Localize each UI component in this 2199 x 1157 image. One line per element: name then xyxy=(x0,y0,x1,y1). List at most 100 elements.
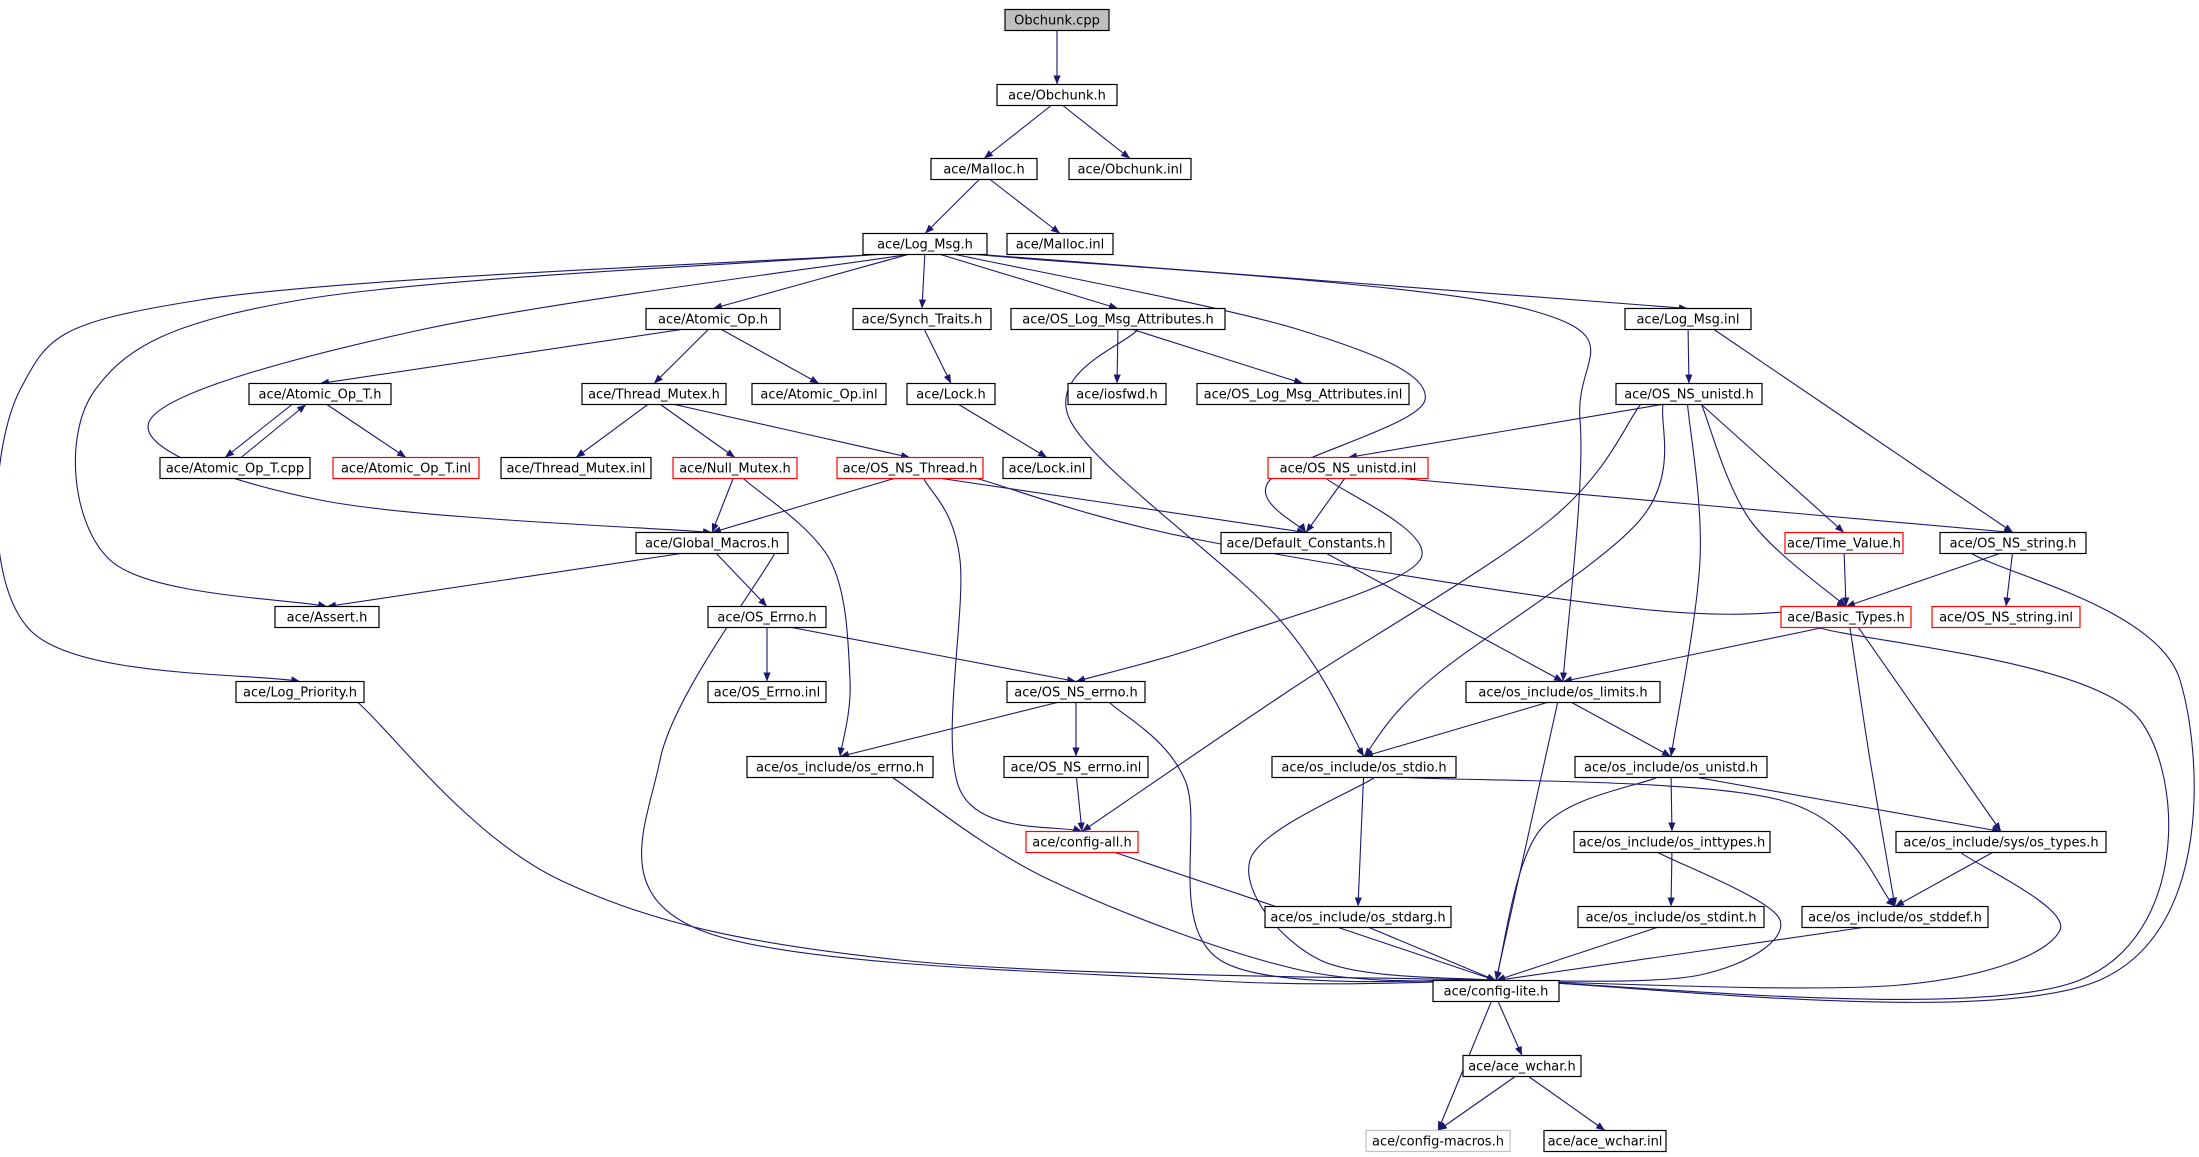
node-lock-h[interactable]: ace/Lock.h xyxy=(906,382,996,406)
node-log-msg-h[interactable]: ace/Log_Msg.h xyxy=(862,232,988,256)
node-config-macros-h[interactable]: ace/config-macros.h xyxy=(1365,1129,1511,1153)
node-os-stdint-h[interactable]: ace/os_include/os_stdint.h xyxy=(1577,905,1765,929)
node-os-stddef-h[interactable]: ace/os_include/os_stddef.h xyxy=(1801,905,1989,929)
node-os-ns-string-inl[interactable]: ace/OS_NS_string.inl xyxy=(1931,605,2081,629)
node-os-limits-h[interactable]: ace/os_include/os_limits.h xyxy=(1465,680,1661,704)
node-label: ace/os_include/os_stdint.h xyxy=(1586,911,1757,926)
node-thread-mutex-inl[interactable]: ace/Thread_Mutex.inl xyxy=(500,456,652,480)
node-config-all-h[interactable]: ace/config-all.h xyxy=(1025,830,1139,854)
node-box xyxy=(500,456,652,480)
edge-log_msg_h-to-log_msg_inl xyxy=(980,253,1689,312)
node-basic-types-h[interactable]: ace/Basic_Types.h xyxy=(1780,605,1912,629)
node-time-value-h[interactable]: ace/Time_Value.h xyxy=(1784,531,1904,555)
node-atomic-op-t-cpp[interactable]: ace/Atomic_Op_T.cpp xyxy=(159,456,311,480)
node-global-macros-h[interactable]: ace/Global_Macros.h xyxy=(635,531,789,555)
node-box xyxy=(1220,531,1392,555)
node-box xyxy=(1780,605,1912,629)
node-box xyxy=(1264,905,1452,929)
edge-os_ns_string_h-to-basic_types_h xyxy=(1845,552,2000,608)
node-box xyxy=(1543,1129,1667,1153)
node-root[interactable]: Obchunk.cpp xyxy=(1004,8,1110,32)
node-label: ace/OS_NS_string.inl xyxy=(1939,611,2073,626)
node-os-ns-thread-h[interactable]: ace/OS_NS_Thread.h xyxy=(836,456,984,480)
edge-ace_wchar_h-to-ace_wchar_inl xyxy=(1528,1076,1606,1131)
node-iosfwd-h[interactable]: ace/iosfwd.h xyxy=(1067,382,1167,406)
edge-basic_types_h-to-os_stddef_h xyxy=(1849,627,1898,907)
node-box xyxy=(1067,382,1167,406)
node-os-stdio-h[interactable]: ace/os_include/os_stdio.h xyxy=(1271,755,1457,779)
node-os-stdarg-h[interactable]: ace/os_include/os_stdarg.h xyxy=(1264,905,1452,929)
node-box xyxy=(1574,755,1768,779)
edge-basic_types_h-to-os_types_h xyxy=(1857,627,2002,832)
node-box xyxy=(836,456,984,480)
edge-os_ns_thread_h-to-config_all_h xyxy=(923,478,1083,833)
node-os-errno-h[interactable]: ace/OS_Errno.h xyxy=(707,605,827,629)
edge-thread_mutex_h-to-thread_mutex_inl xyxy=(575,404,649,458)
node-box xyxy=(906,382,996,406)
node-os-errno-inl[interactable]: ace/OS_Errno.inl xyxy=(707,680,827,704)
node-os-ns-errno-inl[interactable]: ace/OS_NS_errno.inl xyxy=(1003,755,1149,779)
node-os-log-msg-attr-h[interactable]: ace/OS_Log_Msg_Attributes.h xyxy=(1010,307,1226,331)
edge-atomic_op_t_cpp-to-atomic_op_t_h xyxy=(240,404,307,458)
edge-log_msg_h-to-atomic_op_h xyxy=(712,253,909,310)
node-obchunk-inl[interactable]: ace/Obchunk.inl xyxy=(1068,157,1192,181)
node-ace-wchar-inl[interactable]: ace/ace_wchar.inl xyxy=(1543,1129,1667,1153)
node-synch-traits-h[interactable]: ace/Synch_Traits.h xyxy=(852,307,992,331)
node-label: ace/Thread_Mutex.inl xyxy=(506,462,645,477)
edge-os_stddef_h-to-config_lite_h xyxy=(1495,926,1864,983)
edge-malloc_h-to-malloc_inl xyxy=(989,179,1061,234)
edge-log_msg_inl-to-os_ns_string_h xyxy=(1713,329,2014,533)
node-box xyxy=(1432,979,1560,1003)
node-os-ns-unistd-inl[interactable]: ace/OS_NS_unistd.inl xyxy=(1267,456,1429,480)
node-box xyxy=(1006,680,1146,704)
node-atomic-op-t-h[interactable]: ace/Atomic_Op_T.h xyxy=(248,382,392,406)
node-log-priority-h[interactable]: ace/Log_Priority.h xyxy=(235,680,365,704)
node-os-ns-string-h[interactable]: ace/OS_NS_string.h xyxy=(1939,531,2087,555)
edge-os_types_h-to-config_lite_h xyxy=(1495,852,2062,989)
node-log-msg-inl[interactable]: ace/Log_Msg.inl xyxy=(1624,307,1752,331)
node-box xyxy=(645,307,781,331)
node-label: ace/OS_NS_errno.inl xyxy=(1011,761,1142,776)
node-label: ace/OS_NS_Thread.h xyxy=(843,462,978,477)
node-os-ns-unistd-h[interactable]: ace/OS_NS_unistd.h xyxy=(1615,382,1763,406)
node-os-types-h[interactable]: ace/os_include/sys/os_types.h xyxy=(1895,830,2107,854)
node-atomic-op-t-inl[interactable]: ace/Atomic_Op_T.inl xyxy=(332,456,480,480)
node-box xyxy=(1267,456,1429,480)
node-atomic-op-inl[interactable]: ace/Atomic_Op.inl xyxy=(751,382,887,406)
node-box xyxy=(751,382,887,406)
node-label: ace/config-macros.h xyxy=(1372,1135,1504,1150)
node-label: ace/config-lite.h xyxy=(1444,985,1549,1000)
edge-os_ns_thread_h-to-default_constants_h xyxy=(941,477,1307,535)
node-label: ace/os_include/os_limits.h xyxy=(1478,686,1647,701)
node-default-constants-h[interactable]: ace/Default_Constants.h xyxy=(1220,531,1392,555)
edge-os_ns_unistd_h-to-os_ns_unistd_inl xyxy=(1347,403,1662,460)
edge-os_limits_h-to-os_unistd_inc_h xyxy=(1571,702,1672,757)
node-lock-inl[interactable]: ace/Lock.inl xyxy=(1002,456,1092,480)
node-os-ns-errno-h[interactable]: ace/OS_NS_errno.h xyxy=(1006,680,1146,704)
node-os-errno-inc-h[interactable]: ace/os_include/os_errno.h xyxy=(746,755,934,779)
node-label: ace/os_include/os_stddef.h xyxy=(1808,911,1982,926)
node-malloc-inl[interactable]: ace/Malloc.inl xyxy=(1006,232,1114,256)
edge-os_ns_errno_h-to-config_lite_h xyxy=(1109,702,1497,984)
node-label: ace/iosfwd.h xyxy=(1076,388,1157,403)
node-label: ace/Obchunk.h xyxy=(1008,89,1106,104)
node-ace-wchar-h[interactable]: ace/ace_wchar.h xyxy=(1462,1054,1582,1078)
node-os-inttypes-h[interactable]: ace/os_include/os_inttypes.h xyxy=(1573,830,1771,854)
node-os-log-msg-attr-inl[interactable]: ace/OS_Log_Msg_Attributes.inl xyxy=(1196,382,1410,406)
node-box xyxy=(1931,605,2081,629)
node-obchunk-h[interactable]: ace/Obchunk.h xyxy=(996,83,1118,107)
node-atomic-op-h[interactable]: ace/Atomic_Op.h xyxy=(645,307,781,331)
node-os-unistd-inc-h[interactable]: ace/os_include/os_unistd.h xyxy=(1574,755,1768,779)
node-thread-mutex-h[interactable]: ace/Thread_Mutex.h xyxy=(581,382,727,406)
edge-os_stdint_h-to-config_lite_h xyxy=(1495,926,1658,982)
node-malloc-h[interactable]: ace/Malloc.h xyxy=(930,157,1038,181)
node-null-mutex-h[interactable]: ace/Null_Mutex.h xyxy=(672,456,798,480)
node-label: ace/OS_Errno.inl xyxy=(714,686,820,701)
node-assert-h[interactable]: ace/Assert.h xyxy=(274,605,380,629)
node-config-lite-h[interactable]: ace/config-lite.h xyxy=(1432,979,1560,1003)
edge-log_msg_h-to-os_limits_h xyxy=(975,253,1592,682)
node-label: ace/os_include/os_inttypes.h xyxy=(1579,836,1766,851)
node-box xyxy=(1939,531,2087,555)
edge-lock_h-to-lock_inl xyxy=(958,404,1048,458)
edge-log_msg_h-to-assert_h xyxy=(74,253,878,609)
